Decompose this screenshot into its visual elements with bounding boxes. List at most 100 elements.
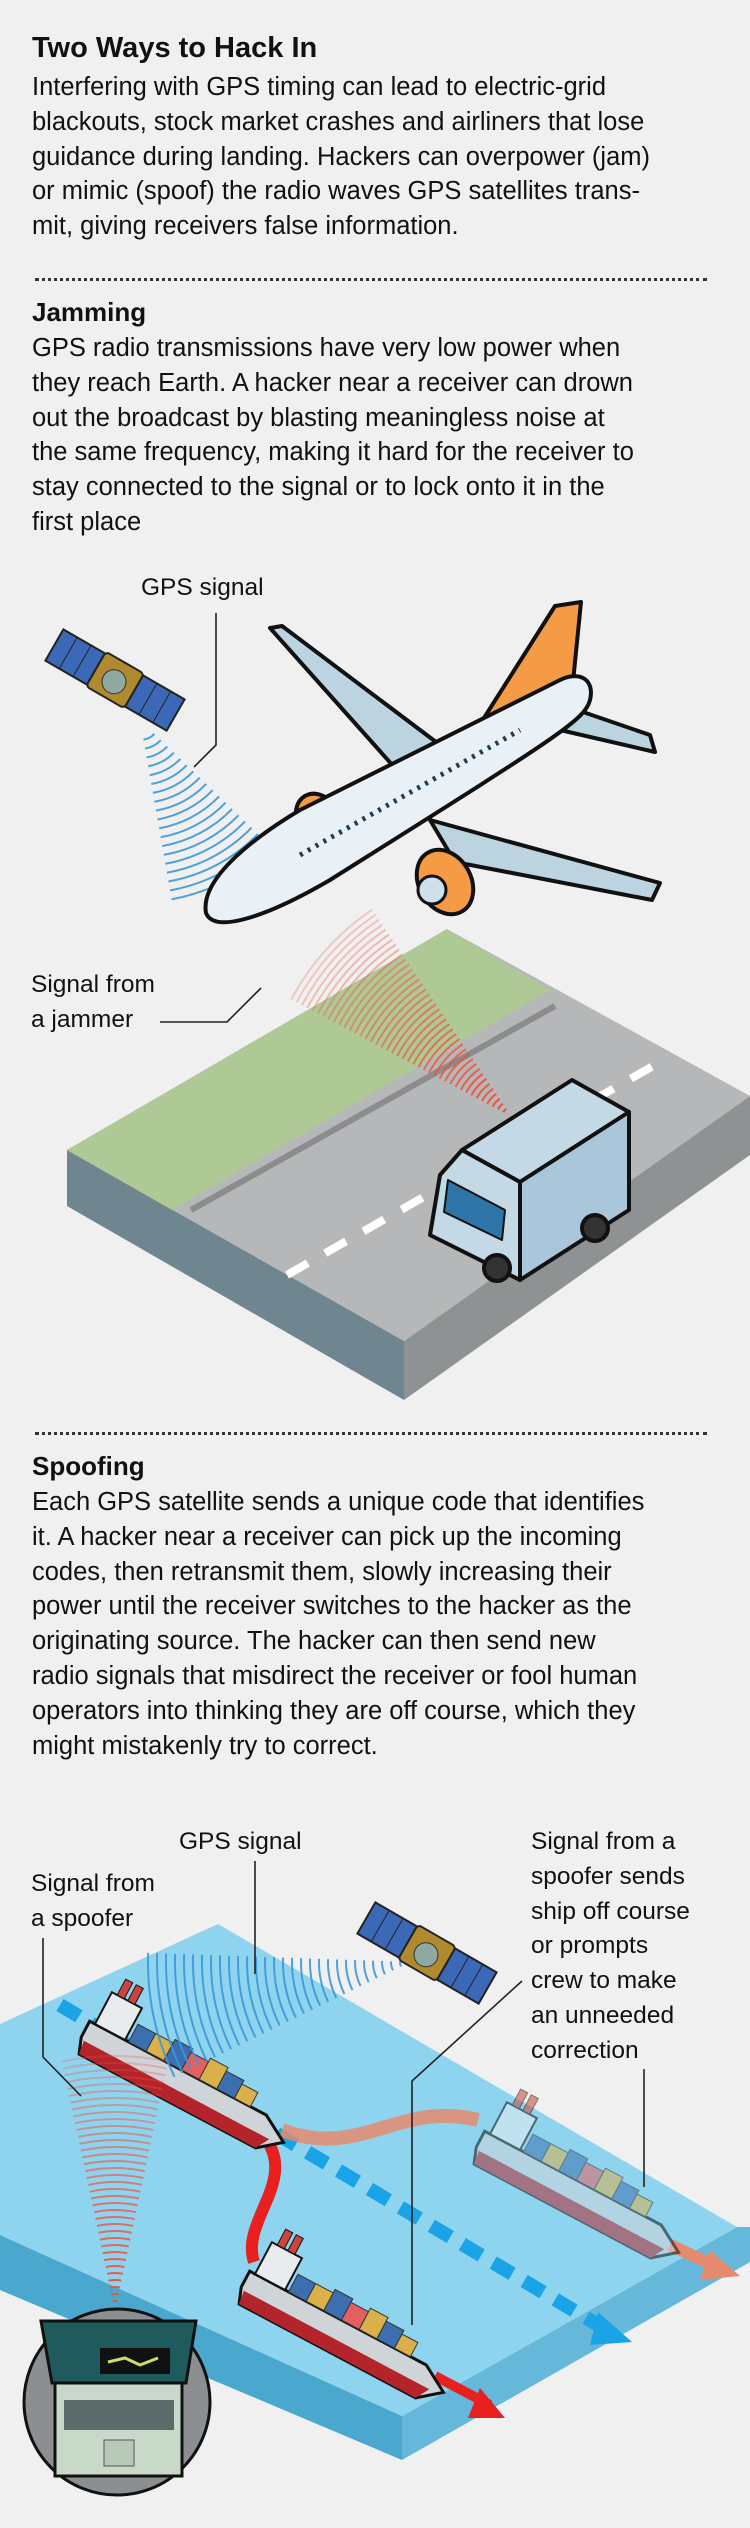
- wave-arc: [146, 745, 169, 759]
- gps-signal-leader-line: [193, 613, 217, 768]
- grass-verge: [67, 929, 550, 1210]
- wave-arc: [364, 978, 420, 1040]
- water-slab-left-face: [0, 2235, 402, 2460]
- wave-arc: [300, 918, 380, 1006]
- intro-line: or mimic (spoof) the radio waves GPS sat…: [32, 177, 640, 206]
- wave-arc: [144, 739, 162, 750]
- spoofing-line: it. A hacker near a receiver can pick up…: [32, 1522, 622, 1551]
- wave-arc: [64, 2069, 166, 2077]
- wave-arc: [63, 2062, 167, 2070]
- wave-arc: [359, 973, 417, 1037]
- wave-arc: [160, 801, 227, 839]
- wave-arc: [385, 998, 434, 1051]
- wave-arc: [109, 2285, 121, 2289]
- off-course-label-line: an unneeded: [531, 2001, 675, 2029]
- spoofing-line: power until the receiver switches to the…: [32, 1592, 632, 1621]
- wave-arc: [332, 948, 400, 1023]
- off-course-arrowhead: [700, 2250, 740, 2280]
- wave-arc: [417, 1028, 454, 1068]
- wave-arc: [295, 913, 377, 1003]
- wave-arc: [151, 764, 188, 785]
- wave-arc: [438, 1048, 467, 1079]
- jamming-heading: Jamming: [32, 297, 147, 327]
- wave-arc: [264, 1956, 281, 2026]
- wave-arc: [106, 2272, 124, 2275]
- off-course-label-line: ship off course: [531, 1897, 690, 1925]
- wave-arc: [85, 2167, 145, 2173]
- wave-arc: [155, 783, 207, 812]
- wave-arc: [96, 2223, 134, 2227]
- wave-arc: [290, 908, 373, 1001]
- jammer-van-icon: [428, 1078, 631, 1283]
- spoofer-leader-line: [42, 1938, 82, 2097]
- wave-arc: [87, 2181, 143, 2186]
- gps-satellite-icon: [43, 626, 187, 734]
- ground-slab-right-face: [404, 1096, 750, 1400]
- wave-arc: [102, 2251, 128, 2255]
- wave-arc: [80, 2146, 150, 2152]
- wave-arc: [372, 1960, 378, 1979]
- off-course-label-line: spoofer sends: [531, 1862, 685, 1890]
- wave-arc: [338, 953, 403, 1026]
- intro-paragraph: Interfering with GPS timing can lead to …: [32, 70, 650, 244]
- wave-arc: [306, 923, 383, 1009]
- wave-arc: [98, 2230, 132, 2234]
- jammer-signal-waves: [290, 908, 508, 1113]
- wave-arc: [77, 2132, 153, 2138]
- spoofing-line: operators into thinking they are off cou…: [32, 1696, 636, 1725]
- wave-arc: [163, 814, 240, 856]
- ground-slab-left-face: [67, 1150, 404, 1400]
- wave-arc: [282, 1957, 297, 2019]
- jamming-line: stay connected to the signal or to lock …: [32, 473, 605, 502]
- wave-arc: [201, 1954, 224, 2054]
- wave-arc: [67, 2082, 163, 2090]
- wave-arc: [165, 820, 246, 865]
- wave-arc: [449, 1058, 474, 1085]
- wave-arc: [444, 1053, 471, 1082]
- jamming-line: they reach Earth. A hacker near a receiv…: [32, 368, 633, 397]
- wave-arc: [465, 1073, 484, 1094]
- spoofer-label-line: a spoofer: [31, 1904, 134, 1932]
- wave-arc: [183, 1954, 208, 2062]
- intro-line: blackouts, stock market crashes and airl…: [32, 107, 645, 136]
- correction-arrowhead: [468, 2388, 505, 2418]
- wave-arc: [354, 1960, 362, 1987]
- wave-arc: [61, 2055, 169, 2063]
- jamming-line: first place: [32, 507, 142, 536]
- wave-arc: [174, 1953, 200, 2066]
- ship-leader-line: [411, 1980, 523, 2325]
- wave-arc: [89, 2188, 141, 2193]
- wave-arc: [496, 1102, 504, 1111]
- spoofing-line: originating source. The hacker can then …: [32, 1627, 596, 1656]
- wave-arc: [412, 1023, 450, 1065]
- wave-arc: [470, 1078, 487, 1096]
- wave-arc: [90, 2194, 140, 2200]
- wave-arc: [99, 2237, 131, 2241]
- wave-arc: [228, 1955, 249, 2042]
- intro-line: Interfering with GPS timing can lead to …: [32, 73, 606, 101]
- jamming-gps-signal-label: GPS signal: [141, 574, 264, 601]
- wave-arc: [343, 958, 407, 1029]
- wave-arc: [491, 1097, 501, 1108]
- spoofing-heading: Spoofing: [32, 1451, 145, 1481]
- wave-arc: [149, 758, 182, 777]
- wave-arc: [82, 2153, 148, 2159]
- intro-line: guidance during landing. Hackers can ove…: [32, 142, 650, 171]
- wave-arc: [73, 2111, 157, 2118]
- wave-arc: [168, 833, 259, 883]
- spoofing-paragraph: Each GPS satellite sends a unique code t…: [32, 1485, 644, 1763]
- wave-arc: [396, 1008, 440, 1057]
- jammer-label-line: Signal from: [31, 971, 155, 998]
- jammer-label-line: a jammer: [31, 1005, 134, 1033]
- wave-arc: [311, 928, 387, 1012]
- wave-arc: [166, 826, 253, 874]
- road-surface: [67, 929, 750, 1341]
- wave-arc: [92, 2202, 138, 2207]
- off-course-label: Signal from a spoofer sends ship off cou…: [531, 1825, 690, 2069]
- intro-line: mit, giving receivers false information.: [32, 212, 459, 241]
- wave-arc: [157, 789, 214, 821]
- wave-arc: [380, 993, 430, 1048]
- spoofing-gps-signal-label: GPS signal: [179, 1828, 302, 1855]
- wave-arc: [428, 1038, 460, 1074]
